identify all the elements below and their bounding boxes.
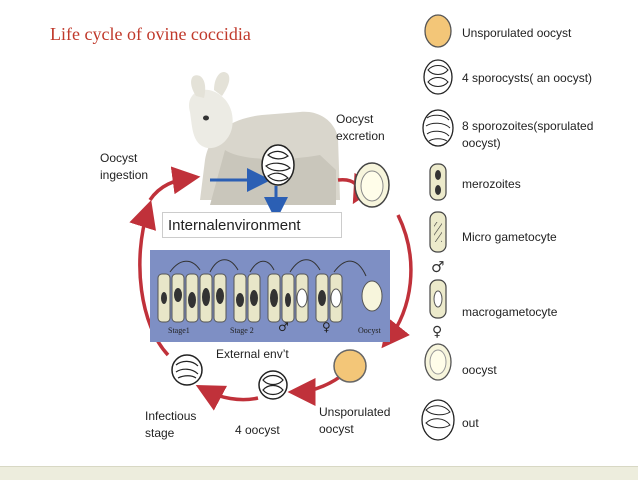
footer-bar xyxy=(0,466,638,480)
out-icon xyxy=(421,399,455,441)
male-symbol-icon: ♂ xyxy=(431,258,444,276)
four-oocyst-bottom xyxy=(258,370,288,400)
legend-label-sporocysts: 4 sporocysts( an oocyst) xyxy=(462,71,593,85)
legend-label-merozoites: merozoites xyxy=(462,177,521,191)
female-symbol-icon: ♀ xyxy=(432,324,442,340)
sporulated-oocyst-in-host xyxy=(261,144,295,186)
infectious-stage-label: Infectious stage xyxy=(145,409,197,440)
stage-label-male: ♂ xyxy=(278,320,289,334)
unsporulated-oocyst-icon xyxy=(424,14,452,48)
four-oocyst-label: 4 oocyst xyxy=(235,423,280,437)
unsporulated-oocyst-bottom xyxy=(333,349,367,383)
stage-label-2: Stage 2 xyxy=(230,326,254,335)
legend-label-macrogametocyte: macrogametocyte xyxy=(462,305,558,319)
page-title: Life cycle of ovine coccidia xyxy=(50,24,251,44)
infectious-stage-oocyst xyxy=(171,354,203,386)
oocyst-ingestion-label: Oocyst ingestion xyxy=(100,151,149,182)
stage-label-female: ♀ xyxy=(322,320,331,334)
stage-label-oocyst: Oocyst xyxy=(358,326,381,335)
stage-label-1: Stage1 xyxy=(168,326,190,335)
legend-label-unsporulated: Unsporulated oocyst xyxy=(462,26,572,40)
excreted-oocyst xyxy=(354,162,390,208)
legend-label-out: out xyxy=(462,416,479,430)
legend-label-sporozoites: 8 sporozoites(sporulated oocyst) xyxy=(462,119,594,150)
merozoite-icon xyxy=(429,163,447,201)
external-env-label: External env’t xyxy=(216,347,289,361)
intestinal-cells-illustration xyxy=(157,259,383,323)
legend-icons: ♂ ♀ xyxy=(421,14,455,441)
legend-label-oocyst: oocyst xyxy=(462,363,497,377)
internal-environment-label: Internalenvironment xyxy=(162,212,342,238)
oocyst-excretion-label: Oocyst excretion xyxy=(336,112,385,143)
sporulated-oocyst-icon xyxy=(422,109,454,147)
internal-stages-panel: Stage1 Stage 2 ♂ ♀ Oocyst xyxy=(150,250,390,342)
unsporulated-oocyst-label: Unsporulated oocyst xyxy=(319,405,391,436)
sheep-illustration xyxy=(189,71,340,205)
legend-label-micro-gametocyte: Micro gametocyte xyxy=(462,230,557,244)
ingestion-arrows xyxy=(210,168,288,221)
